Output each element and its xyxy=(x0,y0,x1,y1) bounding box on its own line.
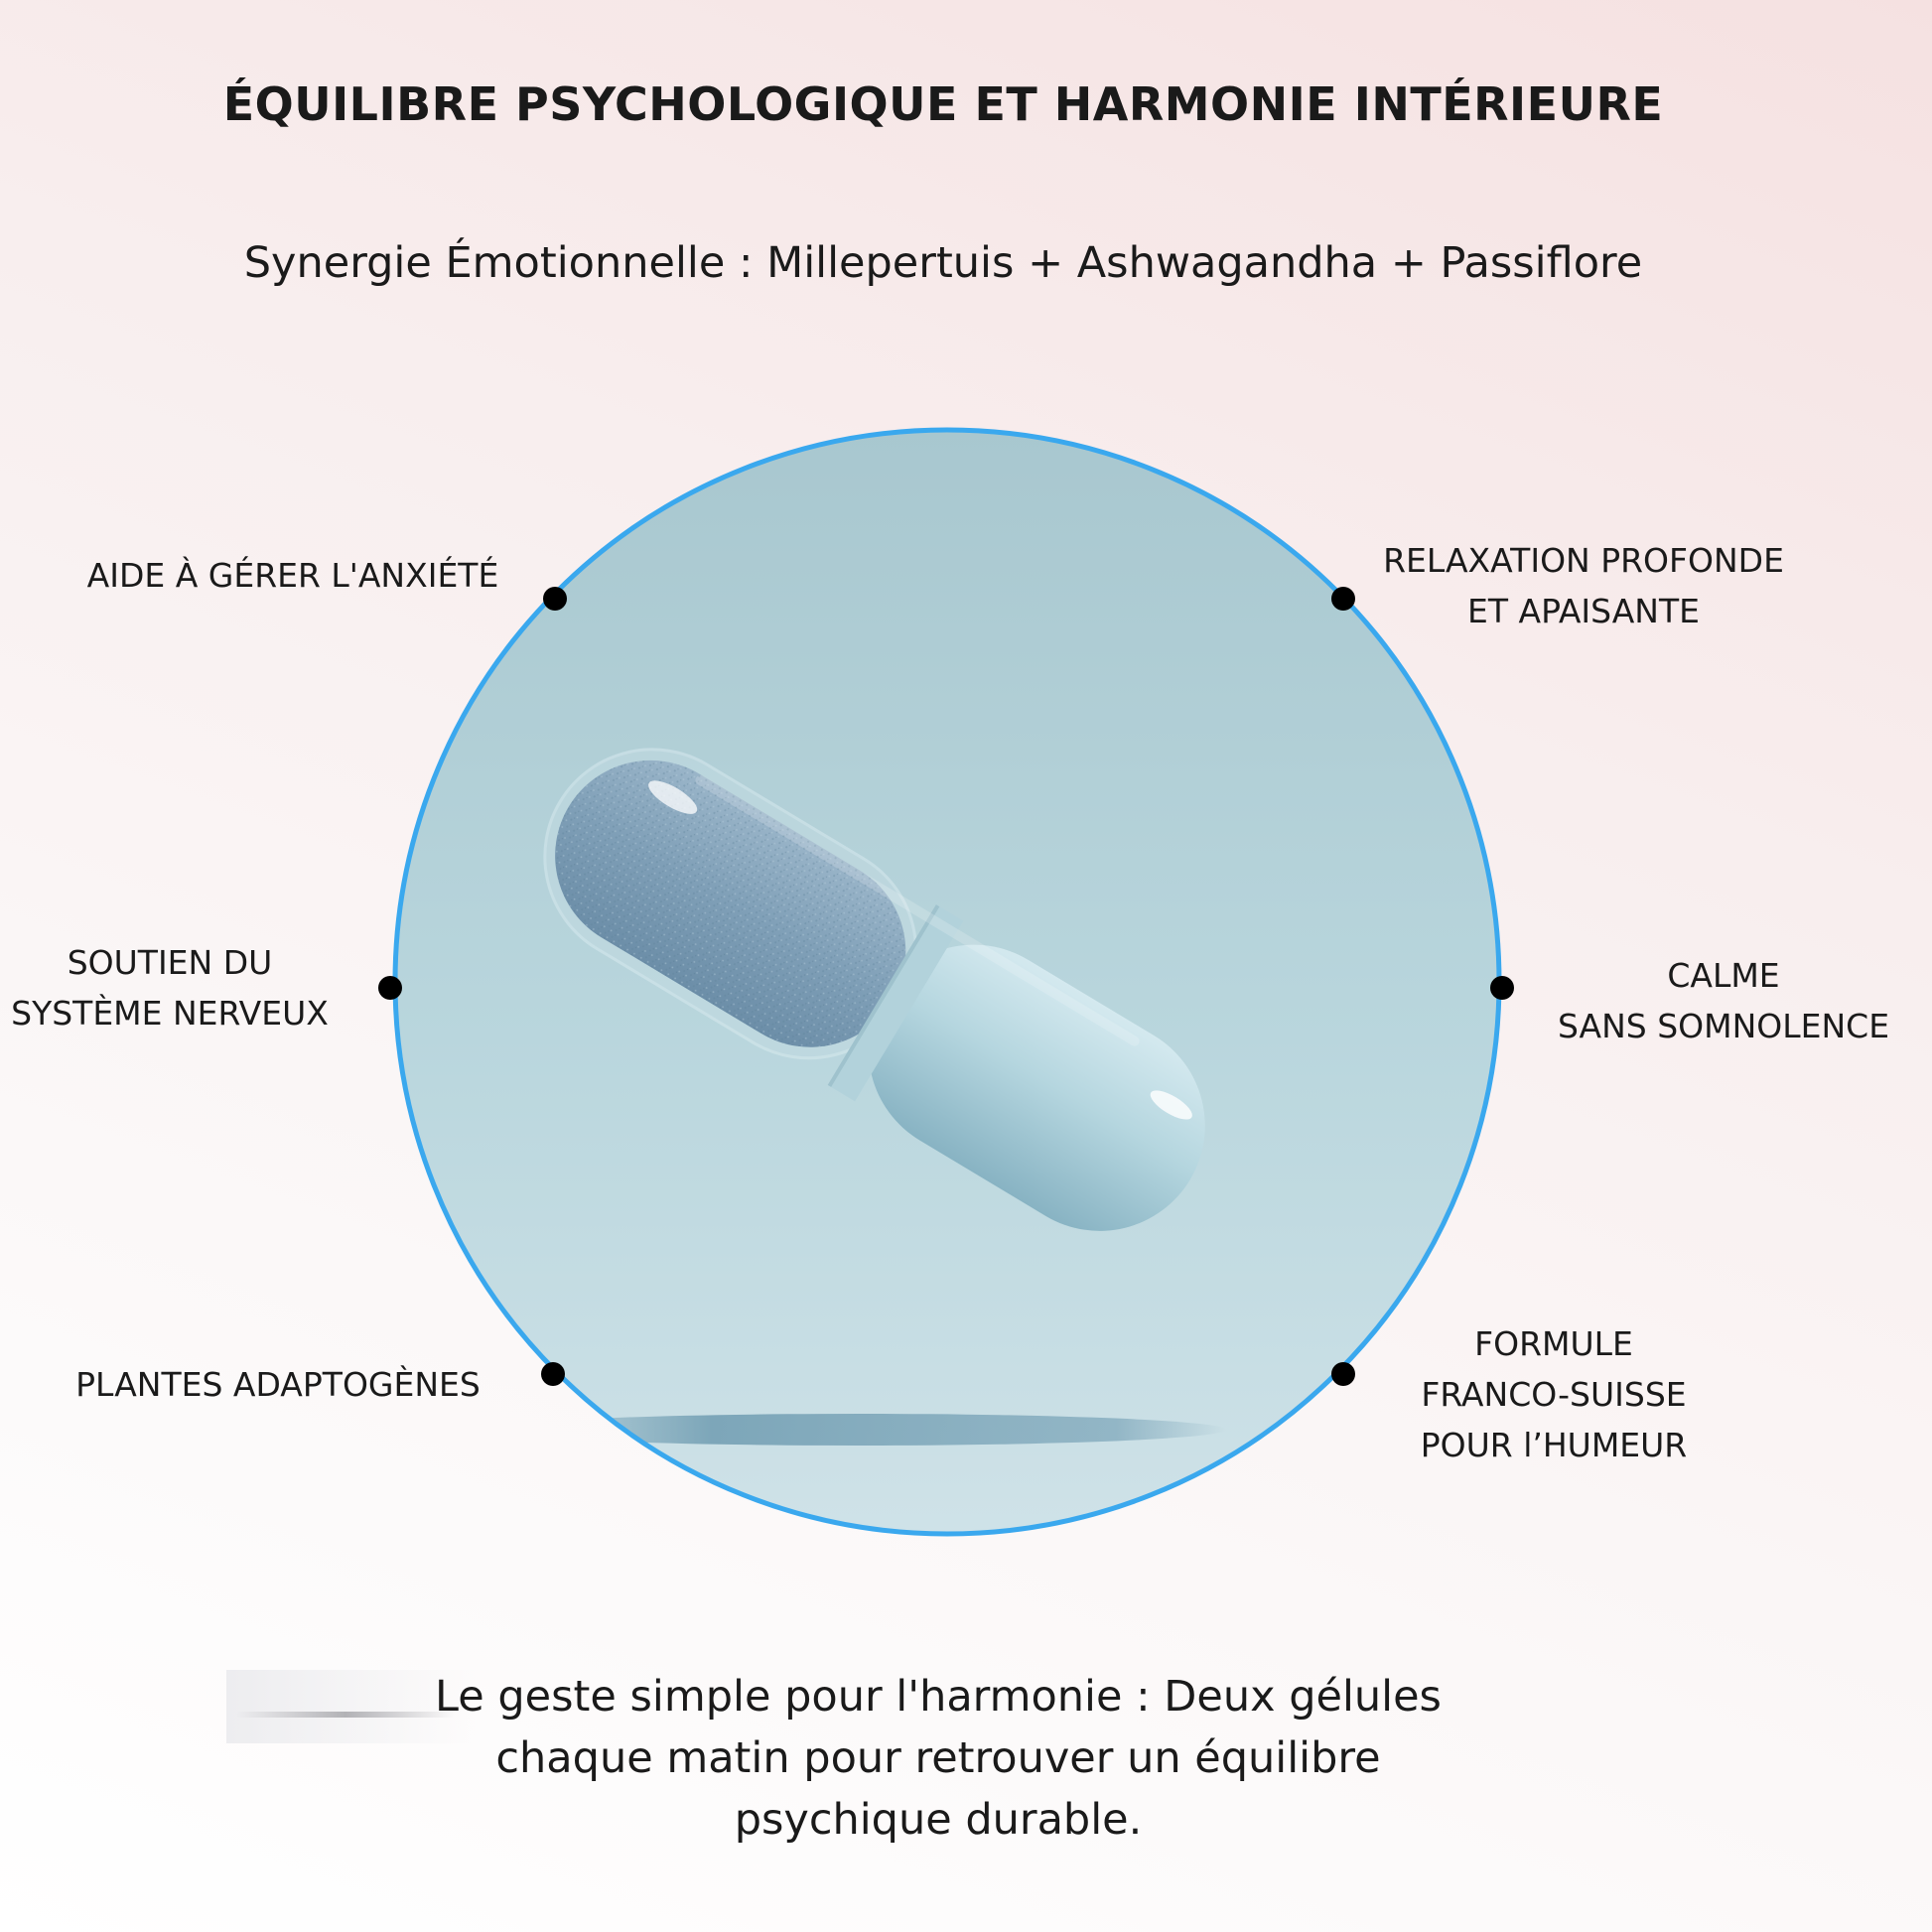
benefit-label-nervous-system: SOUTIEN DU SYSTÈME NERVEUX xyxy=(11,943,329,1033)
capsule-shadow xyxy=(491,1414,1226,1446)
marker-dot-bottom-left xyxy=(541,1362,565,1386)
capsule xyxy=(543,748,1205,1231)
product-image-circle xyxy=(392,427,1502,1537)
marker-dot-bottom-right xyxy=(1331,1362,1355,1386)
decorative-streak xyxy=(226,1670,475,1743)
marker-dot-middle-right xyxy=(1490,976,1514,1000)
marker-dot-top-right xyxy=(1331,587,1355,611)
closing-text: Le geste simple pour l'harmonie : Deux g… xyxy=(435,1672,1442,1845)
benefit-label-anxiety: AIDE À GÉRER L'ANXIÉTÉ xyxy=(86,556,499,595)
benefit-label-formula: FORMULE FRANCO-SUISSE POUR l’HUMEUR xyxy=(1420,1324,1688,1464)
page-title: ÉQUILIBRE PSYCHOLOGIQUE ET HARMONIE INTÉ… xyxy=(222,77,1664,131)
page-subtitle: Synergie Émotionnelle : Millepertuis + A… xyxy=(243,238,1643,288)
marker-dot-top-left xyxy=(543,587,567,611)
benefit-label-calm: CALME SANS SOMNOLENCE xyxy=(1557,956,1890,1045)
marker-dot-middle-left xyxy=(378,976,402,1000)
benefit-label-relaxation: RELAXATION PROFONDE ET APAISANTE xyxy=(1383,541,1784,630)
capsule-illustration xyxy=(392,427,1502,1537)
benefit-label-adaptogens: PLANTES ADAPTOGÈNES xyxy=(75,1365,481,1404)
